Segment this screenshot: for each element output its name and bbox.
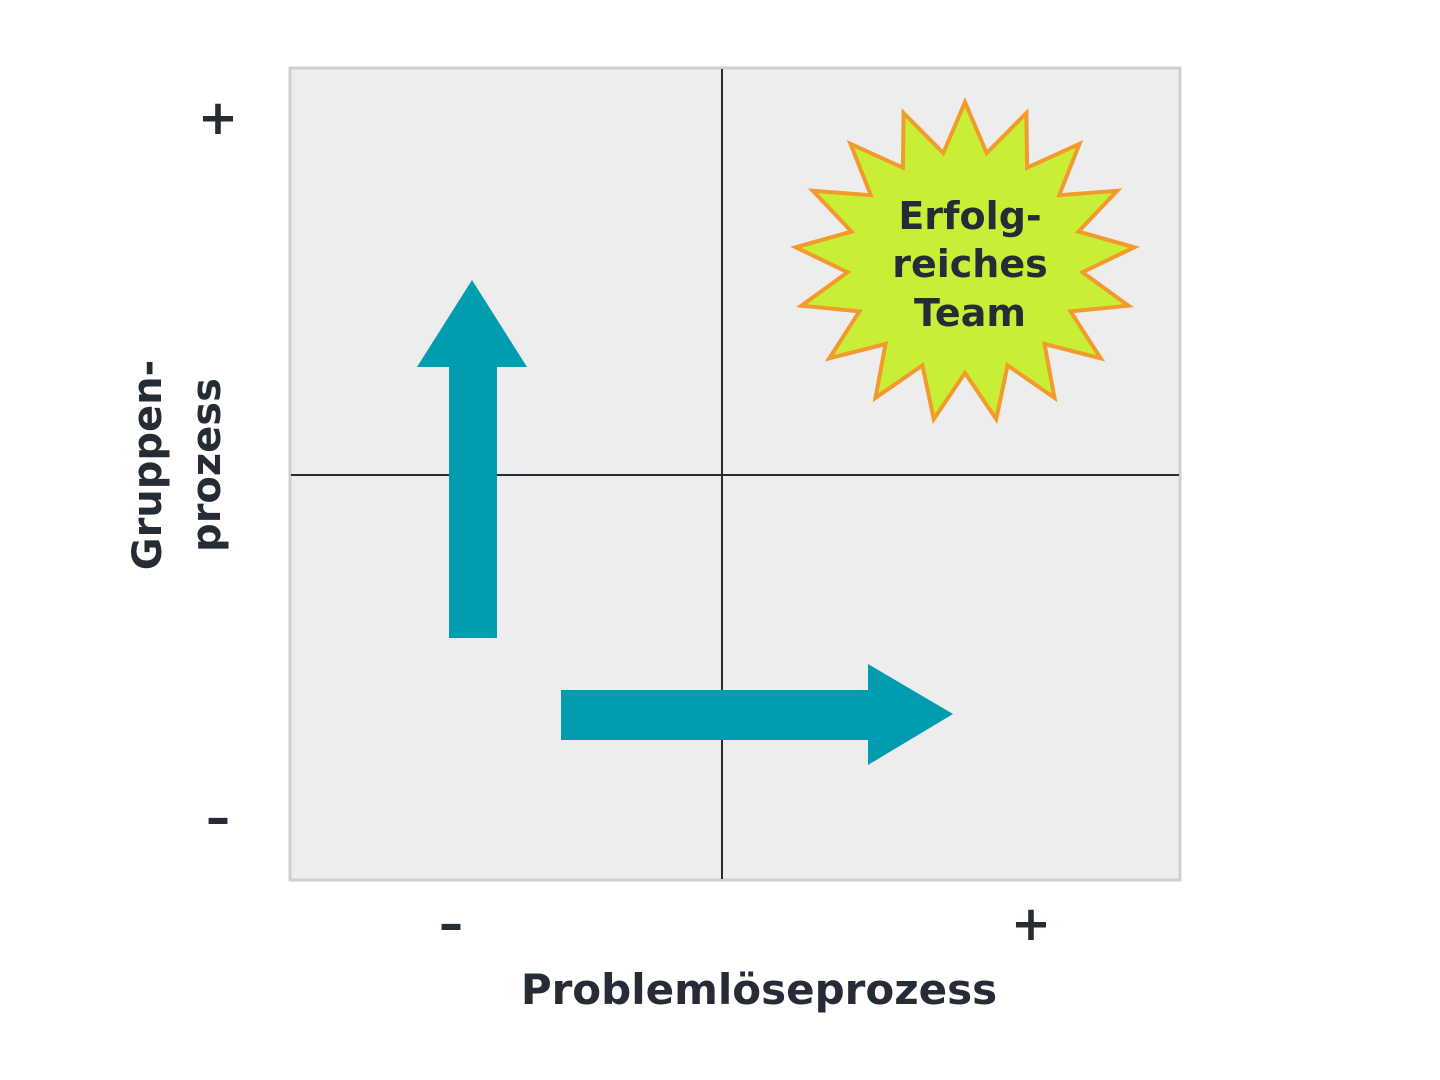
burst-text-line3: Team [914, 291, 1026, 335]
y-axis-high-marker: + [198, 90, 238, 146]
up-arrow [417, 280, 527, 638]
y-axis-low-marker: – [206, 790, 230, 846]
burst-text-line1: Erfolg- [898, 194, 1041, 238]
x-axis-high-marker: + [1011, 896, 1051, 952]
y-axis-title-line2: prozess [184, 378, 230, 552]
x-axis-title: Problemlöseprozess [521, 965, 997, 1014]
starburst-shape [790, 97, 1140, 425]
y-axis-title-line1: Gruppen- [125, 360, 171, 571]
right-arrow [561, 664, 953, 765]
burst-text-line2: reiches [892, 242, 1048, 286]
x-axis-low-marker: – [439, 896, 463, 952]
